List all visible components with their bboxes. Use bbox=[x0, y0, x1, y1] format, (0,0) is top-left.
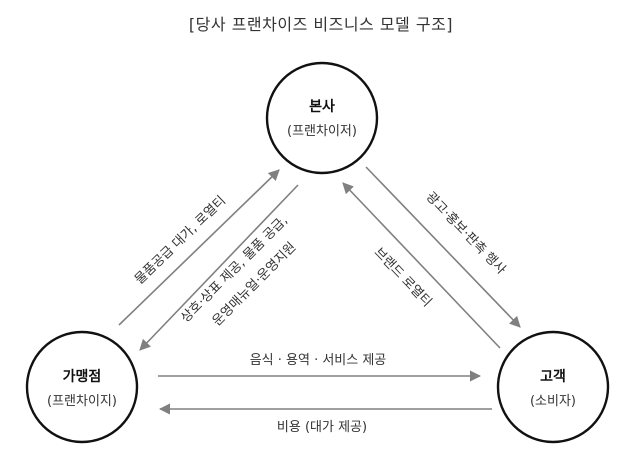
node-hq: 본사 (프랜차이저) bbox=[265, 61, 379, 175]
label-franchisee-to-customer: 음식 · 용역 · 서비스 제공 bbox=[250, 353, 387, 368]
label-customer-to-franchisee: 비용 (대가 제공) bbox=[277, 420, 367, 435]
node-customer-sub: (소비자) bbox=[530, 394, 576, 409]
node-hq-sub: (프랜차이저) bbox=[287, 124, 357, 139]
arrow-hq-to-customer bbox=[365, 166, 521, 328]
diagram-title: [당사 프랜차이즈 비즈니스 모델 구조] bbox=[188, 15, 454, 34]
node-customer-name: 고객 bbox=[540, 368, 566, 385]
node-franchisee-name: 가맹점 bbox=[63, 368, 102, 385]
node-hq-name: 본사 bbox=[309, 99, 335, 115]
label-hq-to-customer: 광고·홍보·판촉 행사 bbox=[423, 189, 510, 278]
arrow-hq-to-franchisee bbox=[139, 184, 299, 351]
arrow-franchisee-to-hq bbox=[118, 169, 280, 326]
node-customer-circle bbox=[496, 330, 610, 444]
node-hq-circle bbox=[265, 61, 379, 175]
label-customer-to-hq: 브랜드 로열티 bbox=[371, 245, 435, 310]
node-franchisee-circle bbox=[25, 330, 139, 444]
node-customer: 고객 (소비자) bbox=[496, 330, 610, 444]
node-franchisee: 가맹점 (프랜차이지) bbox=[25, 330, 139, 444]
arrow-customer-to-hq bbox=[342, 182, 501, 349]
label-franchisee-to-hq: 물품공급 대가, 로열티 bbox=[132, 193, 229, 287]
node-franchisee-sub: (프랜차이지) bbox=[47, 394, 117, 409]
